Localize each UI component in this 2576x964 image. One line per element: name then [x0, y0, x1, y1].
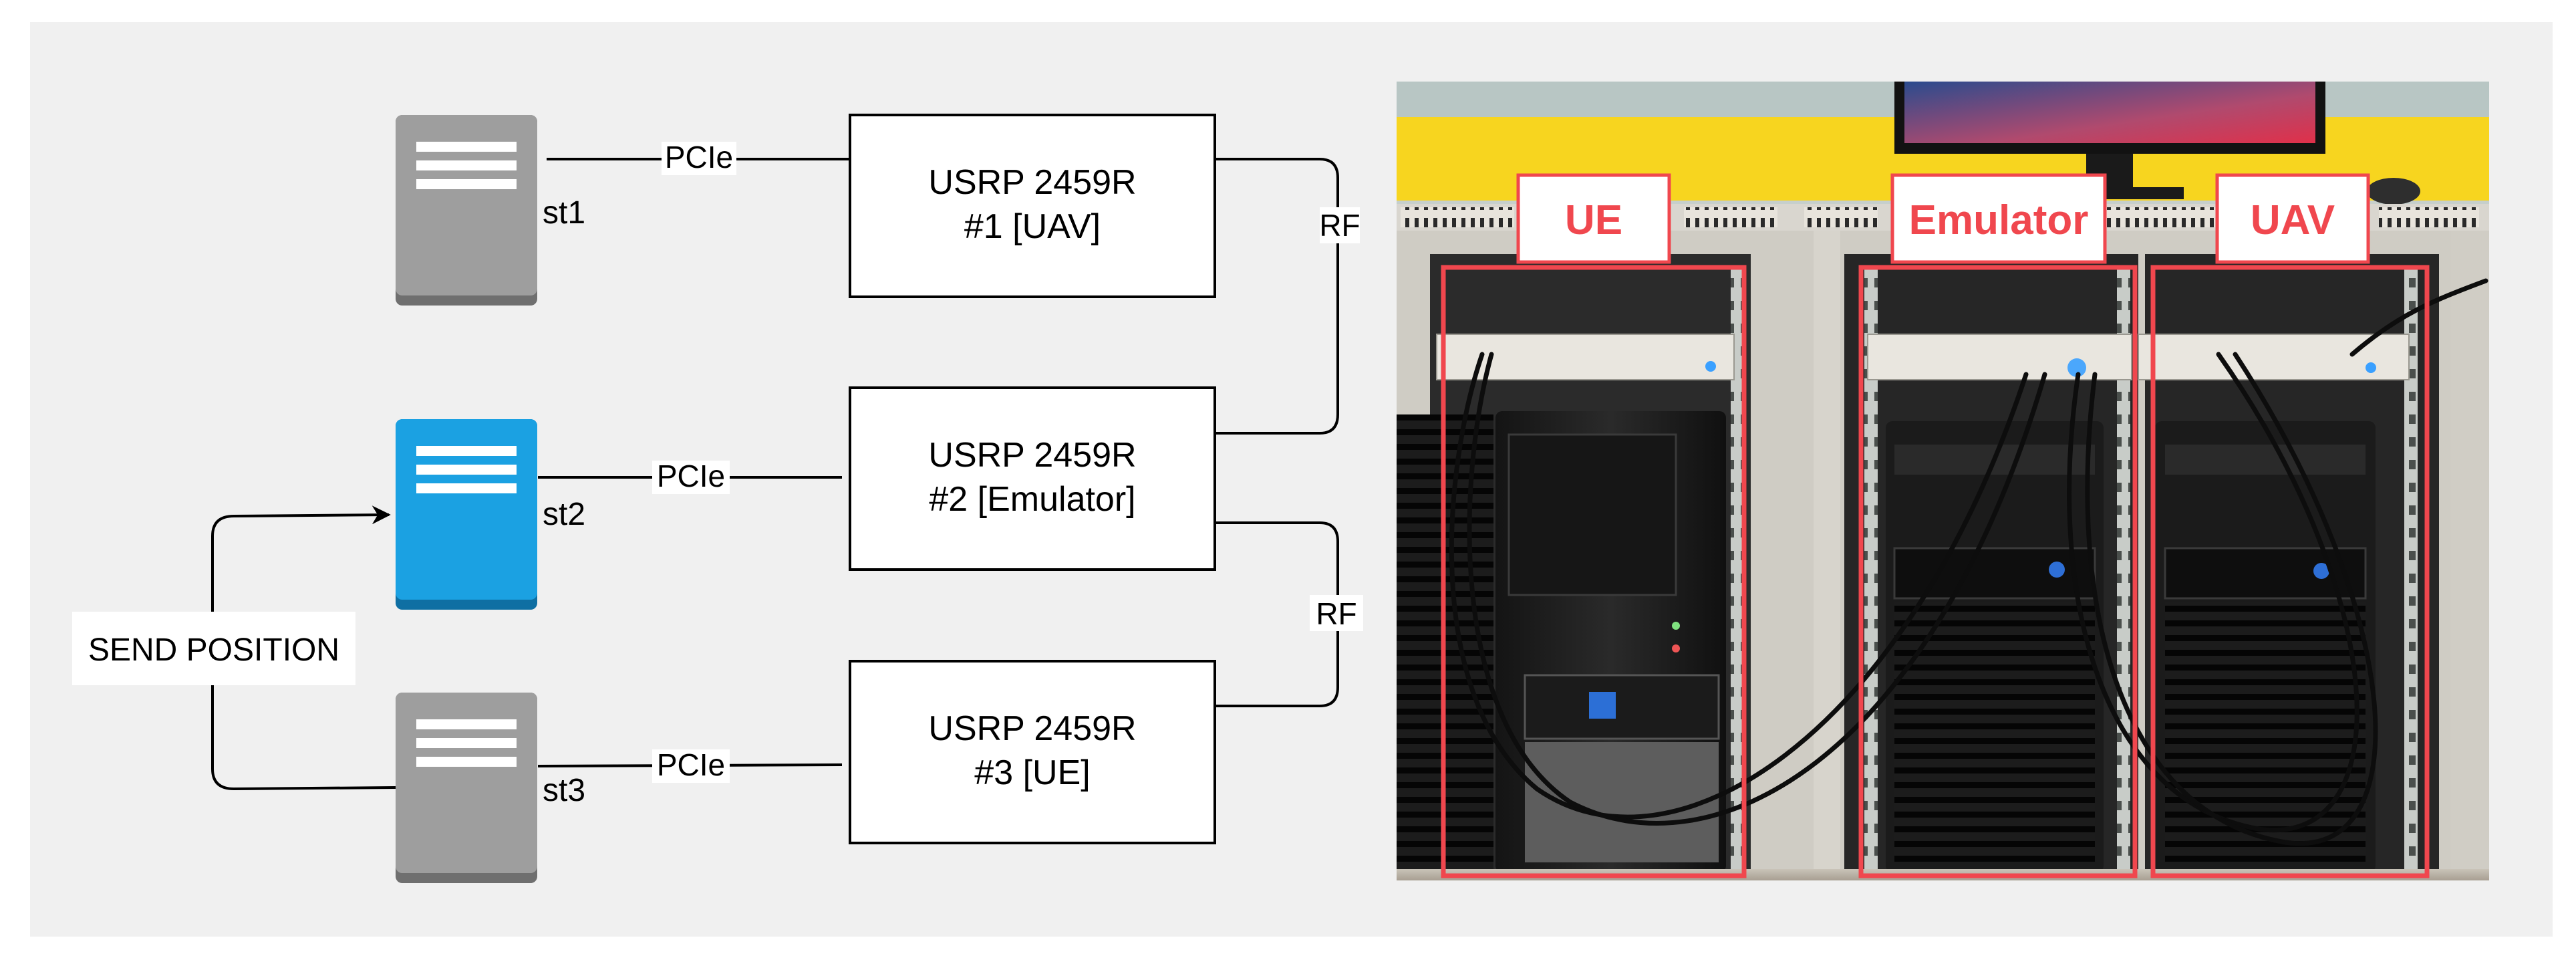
- server-st1: st1: [396, 115, 585, 306]
- pc-tower-emulator: [1886, 421, 2104, 872]
- highlight-box-ue: [1441, 265, 1747, 878]
- photo-label-box-ue: [1516, 173, 1671, 264]
- server-slot: [416, 757, 517, 767]
- photo-annotations: UE Emulator UAV: [1441, 173, 2430, 878]
- photo-label-emulator: Emulator: [1909, 197, 2089, 243]
- pcie-label-3: PCIe: [657, 747, 725, 782]
- pcie-label-1: PCIe: [665, 140, 733, 174]
- server-body: [396, 693, 537, 873]
- usrp-box-1: USRP 2459R #1 [UAV]: [849, 114, 1216, 298]
- server-label: st1: [543, 195, 585, 231]
- rf-label-1: RF: [1319, 208, 1360, 243]
- photo-label-box-uav: [2215, 173, 2370, 264]
- send-position-label: SEND POSITION: [88, 632, 339, 668]
- rf-cables-photo: [1449, 278, 2488, 846]
- usrp-box-frame: [849, 386, 1216, 571]
- pcie-label-2: PCIe: [657, 459, 725, 493]
- highlight-box-uav: [2150, 265, 2430, 878]
- server-slot: [416, 738, 517, 748]
- server-label: st3: [543, 773, 585, 808]
- server-slot: [416, 483, 517, 493]
- usrp-role-label: #1 [UAV]: [964, 207, 1101, 246]
- usrp-role-label: #2 [Emulator]: [929, 480, 1135, 519]
- mouse: [2367, 178, 2420, 205]
- rf-label-2: RF: [1316, 596, 1356, 631]
- usrp-box-3: USRP 2459R #3 [UE]: [849, 660, 1216, 844]
- usrp-role-label: #3 [UE]: [974, 753, 1090, 792]
- server-body: [396, 115, 537, 295]
- usrp-model-label: USRP 2459R: [928, 436, 1136, 475]
- pc-tower-uav: [2155, 421, 2376, 872]
- send-position-label-box: [72, 612, 355, 685]
- server-st3: st3: [396, 693, 585, 883]
- pc-tower-ue: [1495, 411, 1726, 872]
- highlight-box-emulator: [1858, 265, 2138, 878]
- usrp-box-frame: [849, 114, 1216, 298]
- usrp-model-label: USRP 2459R: [928, 163, 1136, 202]
- server-slot: [416, 719, 517, 729]
- block-diagram: st1 st2 st3 USRP 2459R #1 [UAV] USRP 2459R #2…: [72, 114, 1363, 883]
- link-labels: PCIe PCIe PCIe RF RF SEND POSITION: [72, 140, 1363, 783]
- usrp-model-label: USRP 2459R: [928, 709, 1136, 748]
- usrp-box-2: USRP 2459R #2 [Emulator]: [849, 386, 1216, 571]
- server-label: st2: [543, 497, 585, 532]
- usrp-unit-emulator: [1867, 334, 2132, 380]
- photo-label-box-emulator: [1890, 173, 2107, 264]
- server-slot: [416, 142, 517, 152]
- rf-link-1-2: [1215, 158, 1339, 435]
- server-slot: [416, 446, 517, 456]
- server-slot: [416, 160, 517, 170]
- server-body: [396, 419, 537, 600]
- testbed-photo: [1397, 82, 2489, 880]
- usrp-box-frame: [849, 660, 1216, 844]
- server-slot: [416, 465, 517, 475]
- server-slot: [416, 179, 517, 189]
- photo-label-ue: UE: [1565, 197, 1622, 243]
- photo-label-uav: UAV: [2251, 197, 2335, 243]
- server-st2: st2: [396, 419, 585, 610]
